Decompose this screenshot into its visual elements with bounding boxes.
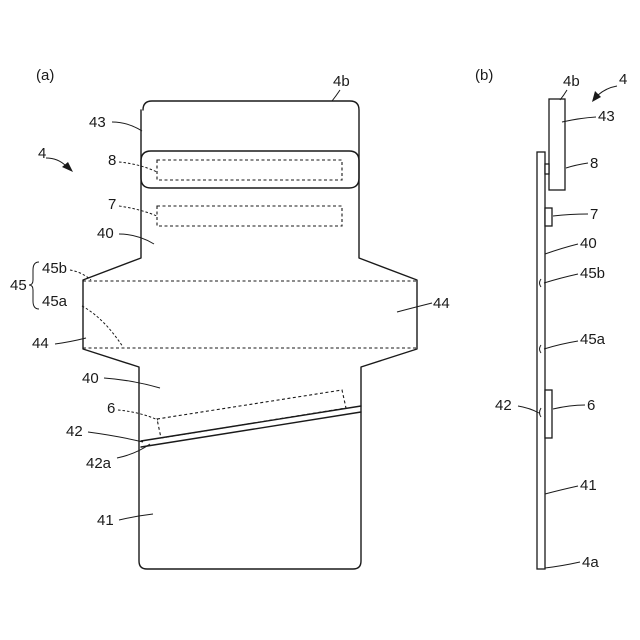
leader-8-b <box>566 163 588 168</box>
label-4a-b: 4a <box>582 554 599 571</box>
label-4b-a: 4b <box>333 73 350 90</box>
flap-edge-43 <box>141 151 359 188</box>
leader-40-bottom-a <box>104 378 160 388</box>
leader-43-b <box>562 117 596 122</box>
label-6-a: 6 <box>107 400 115 417</box>
label-4b-b: 4b <box>563 73 580 90</box>
leader-8-a <box>119 162 157 172</box>
leader-44-left-a <box>55 338 86 344</box>
label-45b-b: 45b <box>580 265 605 282</box>
label-40-top-a: 40 <box>97 225 114 242</box>
side-element-8 <box>545 164 549 174</box>
leader-40-b <box>545 244 578 254</box>
leader-41-a <box>119 514 153 520</box>
leader-42-b <box>518 406 539 413</box>
leader-45a-a <box>82 306 123 347</box>
label-45a-b: 45a <box>580 331 606 348</box>
label-8-b: 8 <box>590 155 598 172</box>
label-45a-a: 45a <box>42 293 68 310</box>
leader-44-right-a <box>397 303 432 312</box>
label-4-b: 4 <box>619 71 627 88</box>
label-45b-a: 45b <box>42 260 67 277</box>
panel-b-title: (b) <box>475 67 493 84</box>
dashed-region-8 <box>157 160 342 180</box>
leader-6-a <box>118 410 158 420</box>
leader-4a-b <box>545 562 580 568</box>
label-40-b: 40 <box>580 235 597 252</box>
label-41-a: 41 <box>97 512 114 529</box>
label-40-bottom-a: 40 <box>82 370 99 387</box>
side-flap-43 <box>549 99 565 190</box>
label-4-a: 4 <box>38 145 46 162</box>
panel-a: (a) 4 4b 43 8 7 40 <box>10 67 450 569</box>
dashed-region-7 <box>157 206 342 226</box>
leader-6-b <box>553 405 585 409</box>
side-element-7 <box>545 208 552 226</box>
label-7-b: 7 <box>590 206 598 223</box>
label-43-a: 43 <box>89 114 106 131</box>
leader-45b-b <box>544 274 578 283</box>
leader-43-a <box>112 122 142 131</box>
side-sheet-main <box>537 152 545 569</box>
leader-40-top-a <box>119 234 154 244</box>
panel-a-title: (a) <box>36 67 54 84</box>
label-44-left-a: 44 <box>32 335 49 352</box>
arrow-head-4-b <box>592 91 601 102</box>
label-6-b: 6 <box>587 397 595 414</box>
brace-45 <box>29 262 39 309</box>
leader-41-b <box>545 486 578 494</box>
label-8-a: 8 <box>108 152 116 169</box>
leader-7-b <box>553 214 588 216</box>
label-43-b: 43 <box>598 108 615 125</box>
leader-45a-b <box>544 341 578 349</box>
label-44-right-a: 44 <box>433 295 450 312</box>
sheet-outline <box>83 101 417 569</box>
dashed-region-6 <box>157 390 346 438</box>
label-42-a: 42 <box>66 423 83 440</box>
label-7-a: 7 <box>108 196 116 213</box>
leader-42-a <box>88 432 143 442</box>
leader-4-b <box>598 86 617 95</box>
label-42a-a: 42a <box>86 455 112 472</box>
slit-42-lower <box>141 412 361 447</box>
panel-b: (b) 4b 4 43 8 7 40 <box>475 67 627 571</box>
leader-4b-a <box>332 90 340 101</box>
leader-4-a <box>46 158 66 166</box>
label-42-b: 42 <box>495 397 512 414</box>
leader-7-a <box>119 206 157 216</box>
label-41-b: 41 <box>580 477 597 494</box>
side-element-6 <box>545 390 552 438</box>
label-45-a: 45 <box>10 277 27 294</box>
